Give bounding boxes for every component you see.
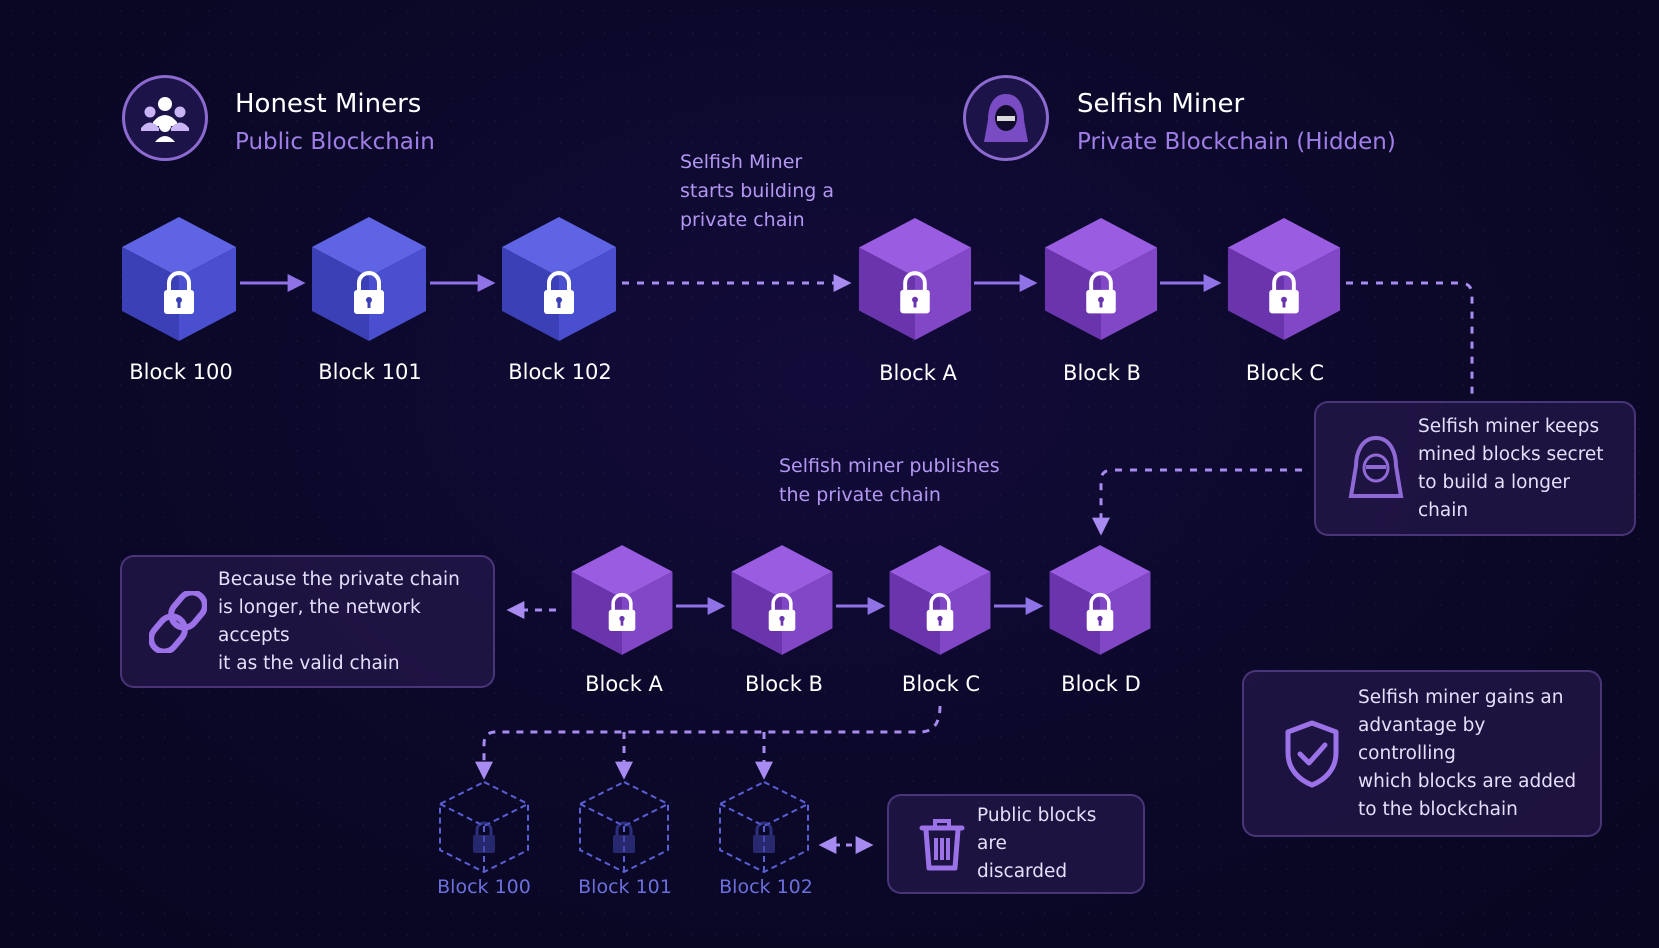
arrow-secret-card-to-blockD: [1092, 468, 1302, 536]
lock-icon: [544, 271, 574, 314]
published-block-a: [571, 545, 673, 655]
lock-icon: [753, 821, 775, 853]
honest-miners-title: Honest Miners: [235, 89, 422, 119]
lock-icon: [613, 821, 635, 853]
selfish-miner-title: Selfish Miner: [1077, 89, 1245, 119]
public-block-101: [312, 217, 426, 341]
published-block-label: Block A: [585, 672, 663, 696]
lock-icon: [768, 592, 796, 631]
selfish-miner-subtitle: Private Blockchain (Hidden): [1077, 129, 1396, 155]
lock-icon: [1269, 271, 1299, 314]
discarded-block-100: [439, 780, 529, 874]
card-public-blocks-discarded: Public blocks are discarded: [887, 794, 1145, 894]
published-block-d: [1049, 545, 1151, 655]
card-line: Because the private chain: [218, 568, 460, 590]
published-block-c: [889, 545, 991, 655]
private-block-label: Block B: [1063, 361, 1141, 385]
card-line: Selfish miner keeps: [1418, 415, 1600, 437]
discarded-block-102: [719, 780, 809, 874]
card-line: advantage by controlling: [1358, 714, 1486, 764]
private-block-label: Block C: [1245, 361, 1325, 385]
published-block-b: [731, 545, 833, 655]
discarded-block-label: Block 101: [578, 876, 672, 898]
card-line: Public blocks are: [977, 805, 1097, 854]
hooded-figure-icon: [1348, 435, 1404, 498]
lock-icon: [608, 592, 636, 631]
card-line: which blocks are added: [1358, 770, 1577, 792]
note-line: Selfish miner publishes: [779, 455, 1000, 477]
discarded-block-101: [579, 780, 669, 874]
published-block-label: Block D: [1061, 672, 1141, 696]
shield-check-icon: [1285, 720, 1339, 787]
private-block-a: [858, 218, 972, 340]
note-line: private chain: [680, 209, 805, 231]
private-block-b: [1044, 218, 1158, 340]
public-block-label: Block 101: [318, 360, 422, 384]
arrow-private-to-secret-card: [1346, 281, 1474, 394]
lock-icon: [926, 592, 954, 631]
lock-icon: [900, 271, 930, 314]
note-publishes-private-chain: Selfish miner publishes the private chai…: [779, 452, 1000, 510]
arrow-to-discarded-blocks: [475, 705, 942, 780]
discarded-block-label: Block 102: [719, 876, 813, 898]
published-block-label: Block B: [745, 672, 823, 696]
note-line: starts building a: [680, 180, 834, 202]
selfish-miner-avatar: [963, 75, 1049, 161]
lock-icon: [1086, 271, 1116, 314]
private-block-label: Block A: [879, 361, 957, 385]
honest-miners-avatar: [122, 75, 208, 161]
card-line: discarded: [977, 861, 1068, 882]
card-miner-advantage: Selfish miner gains an advantage by cont…: [1242, 670, 1602, 837]
public-block-102: [502, 217, 616, 341]
chain-link-icon: [149, 590, 207, 653]
note-line: the private chain: [779, 484, 941, 506]
honest-miners-subtitle: Public Blockchain: [235, 129, 435, 155]
card-line: it as the valid chain: [218, 652, 400, 674]
note-line: Selfish Miner: [680, 151, 803, 173]
lock-icon: [473, 821, 495, 853]
public-block-label: Block 102: [508, 360, 612, 384]
discarded-block-label: Block 100: [437, 876, 531, 898]
trash-icon: [919, 819, 965, 871]
published-block-label: Block C: [901, 672, 981, 696]
note-starts-private-chain: Selfish Miner starts building a private …: [680, 148, 834, 235]
card-line: is longer, the network accepts: [218, 596, 421, 646]
lock-icon: [354, 271, 384, 314]
hooded-figure-icon: [984, 94, 1028, 142]
card-line: Selfish miner gains an: [1358, 686, 1564, 708]
card-line: to the blockchain: [1358, 798, 1518, 820]
card-network-accepts: Because the private chain is longer, the…: [120, 555, 495, 688]
public-block-100: [122, 217, 236, 341]
public-block-label: Block 100: [129, 360, 233, 384]
group-icon: [141, 97, 189, 142]
card-keeps-blocks-secret: Selfish miner keeps mined blocks secret …: [1314, 401, 1636, 536]
lock-icon: [1086, 592, 1114, 631]
card-line: mined blocks secret: [1418, 443, 1604, 465]
private-block-c: [1227, 218, 1341, 340]
lock-icon: [164, 271, 194, 314]
card-line: to build a longer chain: [1418, 471, 1570, 521]
